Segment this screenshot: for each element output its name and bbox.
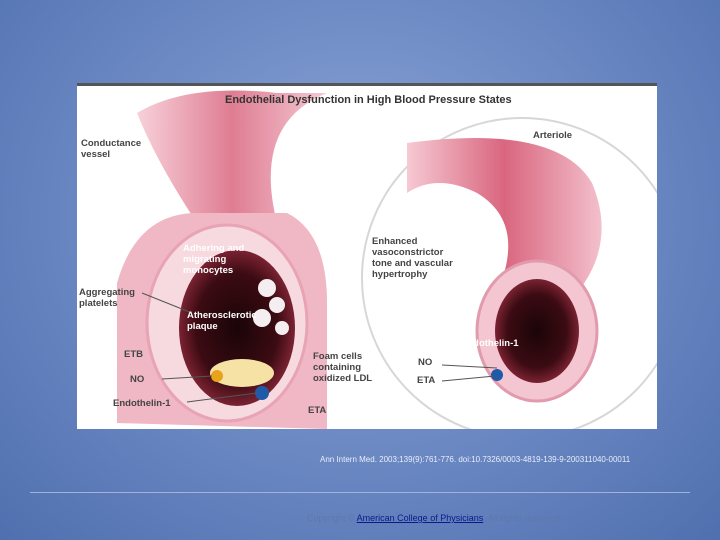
vessel-illustration	[77, 83, 657, 429]
figure-top-rule	[77, 83, 657, 86]
label-etb: ETB	[124, 349, 143, 360]
copyright-suffix: . All rights reserved.	[483, 513, 563, 523]
label-eta-left: ETA	[308, 405, 327, 416]
label-aggregating-platelets: Aggregating platelets	[79, 287, 135, 309]
eta-receptor	[255, 386, 269, 400]
label-adhering-monocytes: Adhering and migrating monocytes	[183, 243, 245, 276]
arteriole-lumen	[495, 279, 579, 383]
pointer-line	[441, 364, 498, 369]
label-eta-right: ETA	[417, 375, 436, 386]
monocyte	[269, 297, 285, 313]
conductance-vessel-tube	[137, 90, 327, 223]
eta-receptor-right	[491, 369, 503, 381]
label-foam-cells: Foam cells containing oxidized LDL	[313, 351, 373, 384]
figure-title: Endothelial Dysfunction in High Blood Pr…	[225, 94, 512, 106]
label-conductance-vessel: Conductance vessel	[81, 138, 142, 160]
divider	[30, 492, 690, 493]
pointer-line	[161, 375, 213, 380]
plaque-foam-cells	[210, 359, 274, 387]
monocyte	[253, 309, 271, 327]
label-atherosclerotic-plaque: Atherosclerotic plaque	[187, 310, 257, 332]
figure-image: Endothelial Dysfunction in High Blood Pr…	[77, 83, 657, 429]
citation: Ann Intern Med. 2003;139(9):761-776. doi…	[320, 455, 631, 464]
pointer-line	[186, 392, 258, 403]
pointer-line	[141, 292, 193, 314]
publisher-link[interactable]: American College of Physicians	[356, 513, 484, 523]
copyright-notice: Copyright © American College of Physicia…	[307, 513, 562, 523]
monocyte	[275, 321, 289, 335]
label-arteriole: Arteriole	[533, 130, 573, 141]
label-no-right: NO	[418, 357, 433, 368]
label-endothelin-right: Endothelin-1	[461, 338, 519, 349]
label-no-left: NO	[130, 374, 145, 385]
label-enhanced-tone: Enhanced vasoconstrictor tone and vascul…	[372, 236, 453, 280]
pointer-line	[441, 375, 496, 382]
copyright-prefix: Copyright ©	[307, 513, 357, 523]
label-endothelin-left: Endothelin-1	[113, 398, 171, 409]
arteriole-tube	[407, 138, 602, 293]
monocyte	[258, 279, 276, 297]
etb-receptor	[211, 370, 223, 382]
